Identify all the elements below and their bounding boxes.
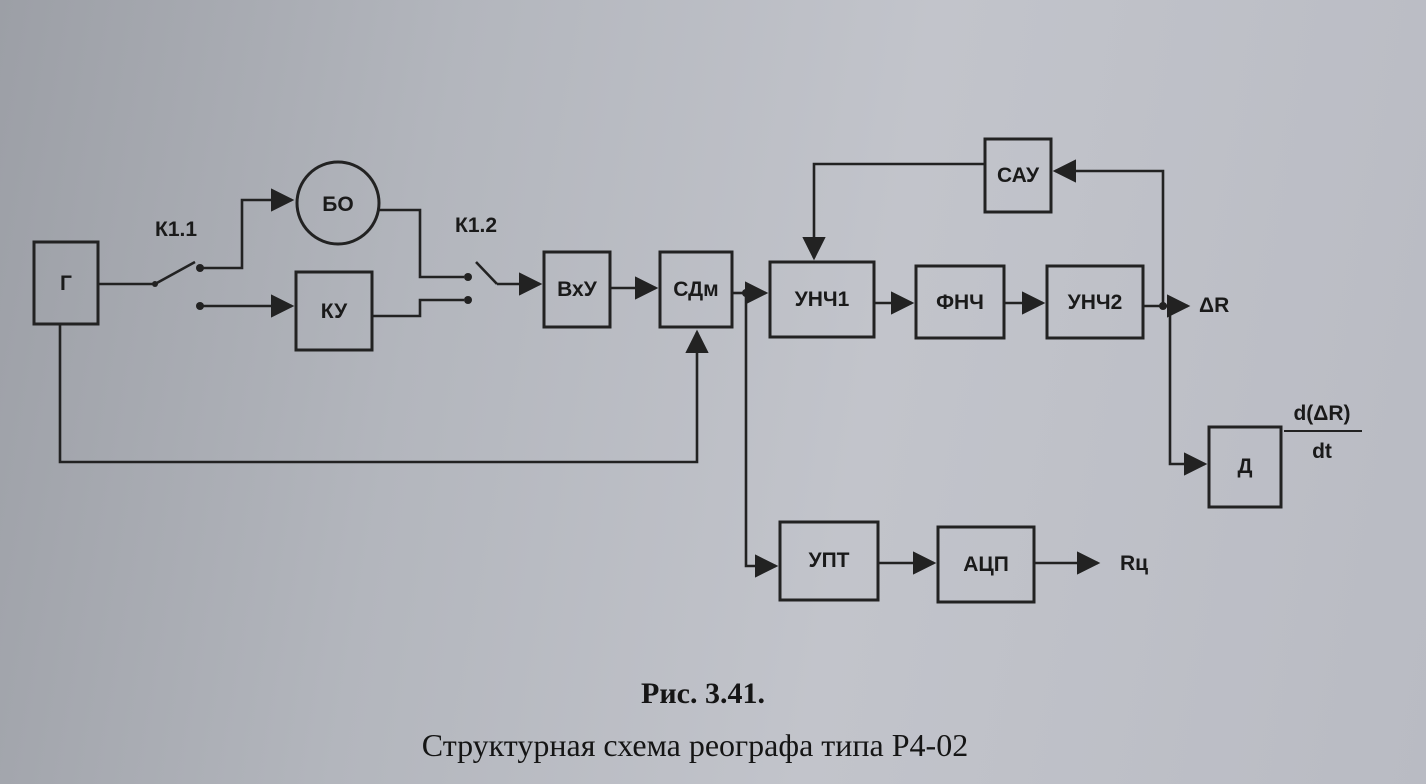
block-bo: БО	[295, 160, 381, 246]
switch-k12: К1.2	[455, 214, 498, 304]
figure-number: Рис. 3.41.	[641, 677, 765, 710]
block-acp-label: АЦП	[963, 553, 1009, 576]
block-sdm-label: СДм	[673, 278, 718, 301]
block-sau-label: САУ	[997, 164, 1040, 187]
block-unch2-label: УНЧ2	[1068, 291, 1123, 314]
block-d: Д	[1207, 425, 1283, 509]
block-fnch: ФНЧ	[914, 264, 1006, 340]
block-ku-label: КУ	[321, 300, 348, 323]
block-fnch-label: ФНЧ	[936, 291, 984, 314]
block-bo-label: БО	[322, 193, 353, 216]
block-acp: АЦП	[936, 525, 1036, 604]
connection-lines	[58, 159, 1208, 578]
switch-k11: К1.1	[98, 218, 204, 310]
switch-k12-label: К1.2	[455, 214, 497, 237]
output-delta-r: ΔR	[1199, 294, 1229, 317]
derivative-denominator: dt	[1312, 440, 1332, 463]
block-vxu: ВхУ	[542, 250, 612, 329]
block-upt: УПТ	[778, 520, 880, 602]
block-d-label: Д	[1238, 455, 1253, 478]
derivative-numerator: d(ΔR)	[1293, 402, 1350, 425]
switch-k11-label: К1.1	[155, 218, 197, 241]
block-upt-label: УПТ	[809, 549, 850, 572]
block-ku: КУ	[294, 270, 374, 352]
block-unch1: УНЧ1	[768, 260, 876, 339]
block-sau: САУ	[983, 137, 1053, 214]
output-r-c: Rц	[1120, 552, 1148, 575]
bleed-through-text	[20, 90, 1420, 690]
block-generator: Г	[32, 240, 100, 326]
block-unch2: УНЧ2	[1045, 264, 1145, 340]
output-derivative: d(ΔR) dt	[1284, 402, 1362, 463]
block-vxu-label: ВхУ	[557, 278, 598, 301]
block-unch1-label: УНЧ1	[795, 288, 850, 311]
block-generator-label: Г	[60, 272, 72, 295]
block-sdm: СДм	[658, 250, 734, 329]
figure-caption: Структурная схема реографа типа Р4-02	[422, 727, 968, 763]
